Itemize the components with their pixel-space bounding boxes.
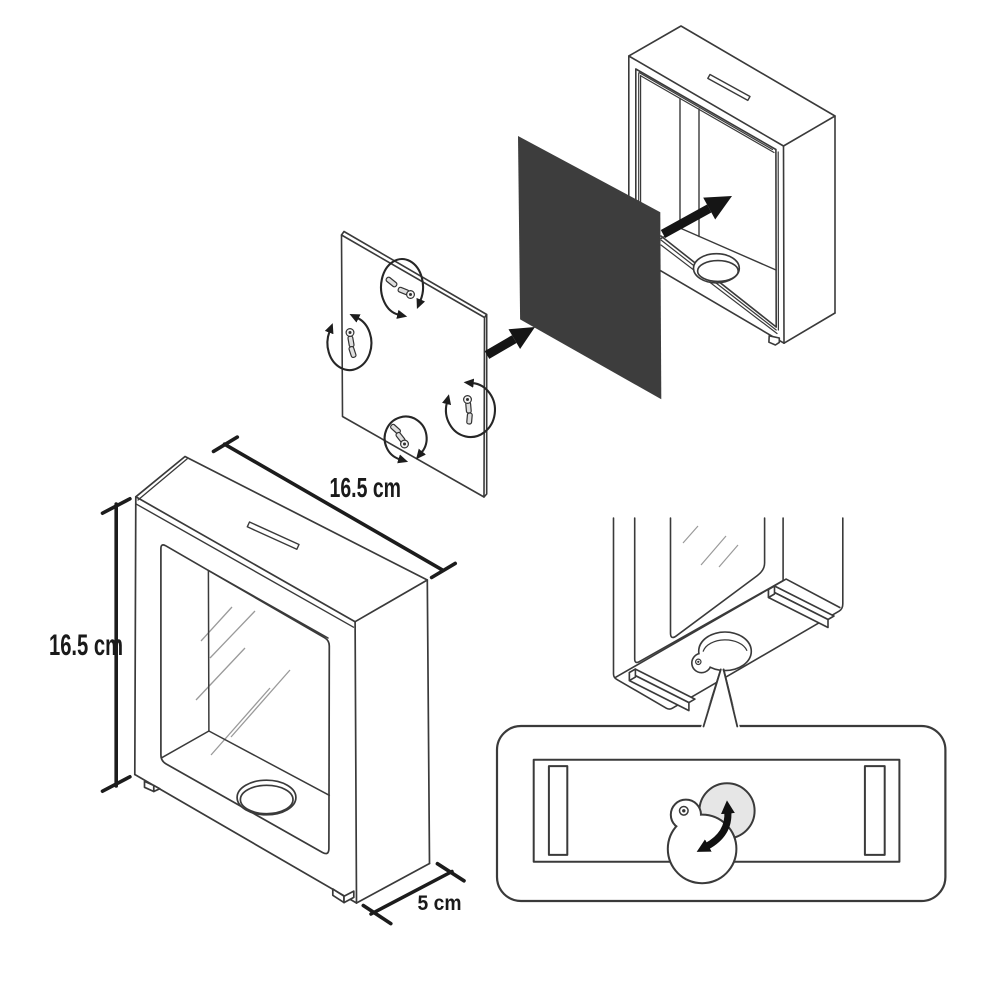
svg-text:16.5 cm: 16.5 cm bbox=[330, 472, 402, 503]
svg-text:16.5 cm: 16.5 cm bbox=[49, 629, 123, 662]
svg-text:5 cm: 5 cm bbox=[418, 892, 462, 915]
